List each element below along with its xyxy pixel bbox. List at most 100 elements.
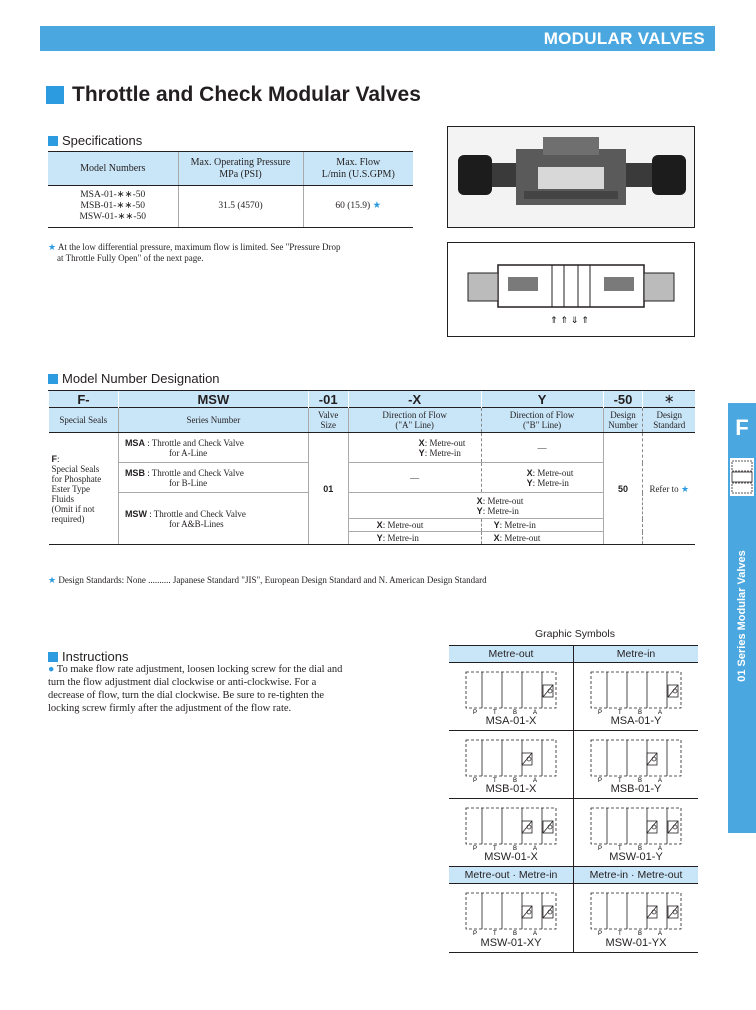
svg-text:T: T	[618, 778, 622, 783]
svg-text:P: P	[598, 710, 602, 715]
instructions-text: ● To make flow rate adjustment, loosen l…	[48, 664, 343, 714]
svg-text:A: A	[658, 931, 662, 936]
page-title-text: Throttle and Check Modular Valves	[72, 83, 421, 106]
svg-text:P: P	[473, 710, 477, 715]
svg-text:P: P	[598, 931, 602, 936]
svg-text:T: T	[493, 931, 497, 936]
chapter-letter: F	[735, 415, 749, 440]
flow-value: 60 (15.9) ★	[302, 185, 413, 228]
svg-text:T: T	[493, 710, 497, 715]
spec-note: ★ At the low differential pressure, maxi…	[48, 242, 341, 263]
svg-text:P: P	[473, 846, 477, 851]
code-dir-a: -X	[347, 390, 482, 408]
chapter-tab: F 01 Series Modular Valves	[728, 403, 756, 833]
pressure-value: 31.5 (4570)	[177, 185, 303, 228]
model-designation-table: F- MSW -01 -X Y -50 ∗ Special Seals Seri…	[48, 390, 695, 545]
title-marker	[46, 86, 64, 104]
svg-text:P: P	[598, 778, 602, 783]
svg-text:B: B	[638, 846, 642, 851]
specifications-heading: Specifications	[48, 133, 142, 148]
gs-col-metre-in-out: Metre-in · Metre-out	[589, 869, 683, 881]
svg-text:P: P	[598, 846, 602, 851]
svg-text:A: A	[658, 710, 662, 715]
svg-text:B: B	[513, 710, 517, 715]
msa-dir-b: —	[480, 432, 603, 463]
svg-text:T: T	[493, 846, 497, 851]
svg-text:T: T	[493, 778, 497, 783]
section-banner: MODULAR VALVES	[40, 26, 715, 51]
gs-col-metre-in: Metre-in	[616, 648, 656, 660]
svg-text:T: T	[618, 710, 622, 715]
star-icon: ★	[680, 483, 690, 494]
code-series: MSW	[117, 390, 309, 408]
svg-text:B: B	[513, 846, 517, 851]
code-size: -01	[307, 390, 349, 408]
star-icon: ★	[48, 575, 57, 585]
valve-stack-icon	[730, 458, 754, 496]
svg-text:⇑ ⇑ ⇓ ⇑: ⇑ ⇑ ⇓ ⇑	[550, 316, 589, 326]
svg-text:A: A	[533, 778, 537, 783]
svg-text:A: A	[658, 846, 662, 851]
design-standards-footnote: ★ Design Standards: None .......... Japa…	[48, 575, 487, 585]
col-model-numbers: Model Numbers	[48, 151, 178, 186]
code-seals: F-	[48, 390, 119, 408]
msb-dir-a: —	[347, 462, 482, 493]
code-dir-b: Y	[480, 390, 603, 408]
svg-text:P: P	[473, 778, 477, 783]
product-photo	[447, 126, 695, 228]
star-icon: ★	[372, 201, 382, 211]
designation-heading: Model Number Designation	[48, 371, 220, 386]
svg-text:A: A	[533, 710, 537, 715]
code-design-standard: ∗	[642, 390, 695, 408]
svg-text:B: B	[513, 931, 517, 936]
svg-text:T: T	[618, 931, 622, 936]
instructions-heading: Instructions	[48, 649, 128, 664]
graphic-symbols-title: Graphic Symbols	[535, 628, 615, 640]
gs-col-metre-out-in: Metre-out · Metre-in	[449, 867, 574, 883]
svg-text:T: T	[618, 846, 622, 851]
page-title: Throttle and Check Modular Valves	[46, 83, 421, 107]
bullet-icon: ●	[48, 664, 55, 675]
size-cell: 01	[307, 432, 349, 545]
svg-text:A: A	[658, 778, 662, 783]
svg-text:A: A	[533, 931, 537, 936]
gs-col-metre-out: Metre-out	[449, 646, 574, 662]
design-number-cell: 50	[602, 432, 643, 545]
chapter-label: 01 Series Modular Valves	[736, 550, 748, 682]
seals-cell: F: Special Seals for Phosphate Ester Typ…	[48, 432, 119, 545]
code-design-number: -50	[602, 390, 643, 408]
svg-text:B: B	[513, 778, 517, 783]
model-numbers-cell: MSA-01-∗∗-50 MSB-01-∗∗-50 MSW-01-∗∗-50	[48, 185, 178, 228]
cross-section-drawing: ⇑ ⇑ ⇓ ⇑	[447, 242, 695, 337]
svg-text:P: P	[473, 931, 477, 936]
star-icon: ★	[48, 242, 57, 252]
svg-text:A: A	[533, 846, 537, 851]
svg-text:B: B	[638, 778, 642, 783]
svg-text:B: B	[638, 710, 642, 715]
